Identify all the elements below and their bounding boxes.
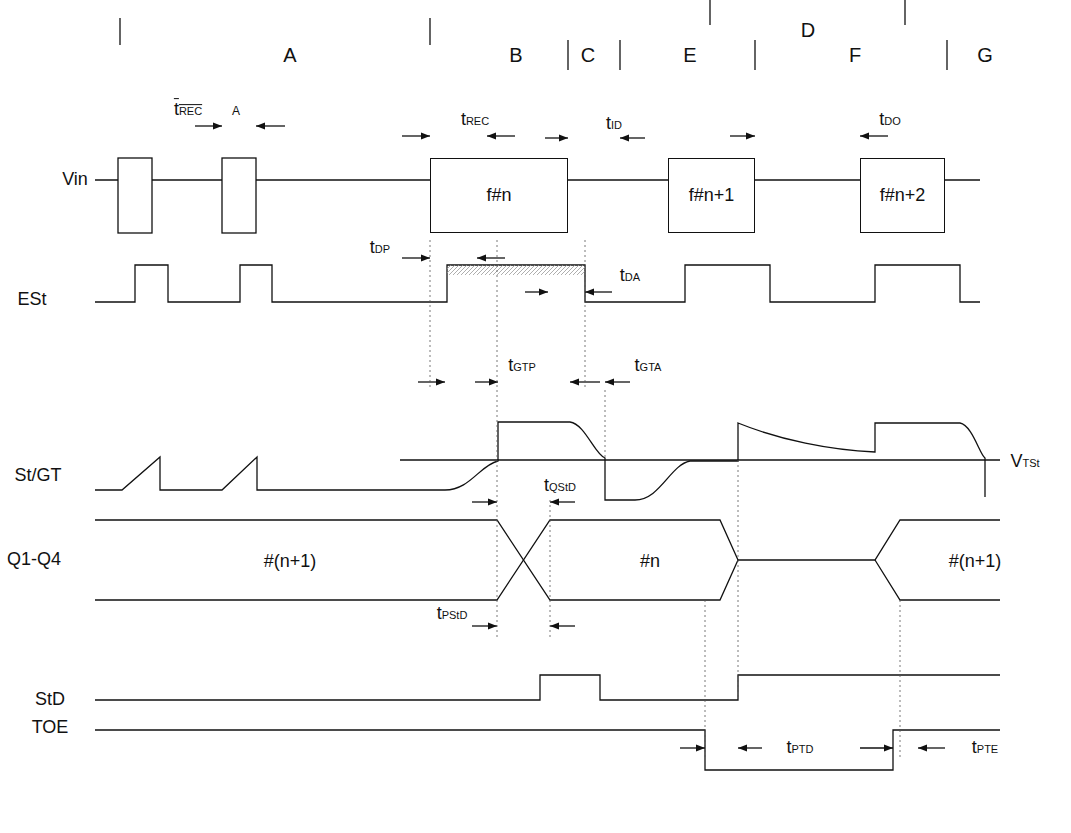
frame-box: f#n — [430, 158, 568, 233]
region-letter: B — [509, 44, 522, 66]
timing-param: tDP — [370, 238, 390, 258]
frame-label: f#n+2 — [880, 185, 926, 206]
timing-param: tREC — [461, 110, 489, 130]
threshold-label: VTSt — [1010, 452, 1039, 472]
signal-name: StD — [35, 690, 65, 710]
timing-param: tGTA — [635, 356, 662, 376]
frame-label: f#n — [486, 185, 511, 206]
timing-param: A — [232, 105, 240, 118]
timing-param: tGTP — [508, 356, 536, 376]
region-letter: F — [849, 44, 861, 66]
timing-param: tREC — [174, 100, 202, 120]
state-label: #(n+1) — [264, 552, 317, 572]
state-label: #(n+1) — [949, 552, 1002, 572]
region-letter: C — [581, 44, 595, 66]
region-letter: G — [977, 44, 993, 66]
region-letter: E — [683, 44, 696, 66]
signal-name: Q1-Q4 — [7, 550, 61, 570]
timing-param: tQStD — [544, 476, 576, 496]
state-label: #n — [640, 552, 660, 572]
frame-box: f#n+2 — [860, 158, 945, 233]
signal-name: TOE — [32, 718, 69, 738]
timing-param: tID — [606, 114, 622, 134]
region-letter: A — [283, 44, 296, 66]
timing-param: tDA — [620, 266, 640, 286]
timing-param: tPTE — [972, 738, 998, 758]
frame-label: f#n+1 — [689, 185, 735, 206]
region-letter: D — [801, 19, 815, 41]
signal-name: St/GT — [14, 466, 61, 486]
timing-param: tPTD — [786, 738, 813, 758]
timing-param: tDO — [879, 110, 901, 130]
frame-box: f#n+1 — [668, 158, 755, 233]
signal-name: Vin — [62, 170, 88, 190]
signal-name: ESt — [17, 290, 46, 310]
timing-param: tPStD — [437, 604, 468, 624]
